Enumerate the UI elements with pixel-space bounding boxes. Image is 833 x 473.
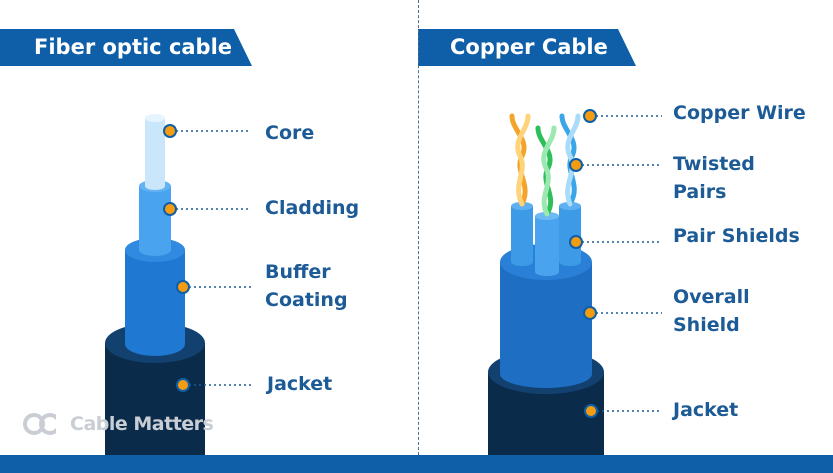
fiber-buffer-pointer xyxy=(176,280,252,294)
copper-pair-shields-pointer xyxy=(569,235,662,249)
fiber-title: Fiber optic cable xyxy=(34,35,233,59)
cable-matters-logo-icon xyxy=(23,413,64,435)
copper-wire-label: Copper Wire xyxy=(673,102,806,124)
fiber-core-label: Core xyxy=(265,122,315,144)
cable-matters-logo: Cable Matters xyxy=(22,408,214,440)
copper-wire-pointer xyxy=(583,109,662,123)
footer-bar xyxy=(0,455,833,473)
copper-jacket-label: Jacket xyxy=(673,399,739,421)
copper-pair-shields xyxy=(511,202,581,276)
fiber-core-pointer xyxy=(163,124,250,138)
fiber-cladding-label: Cladding xyxy=(265,197,360,219)
fiber-title-banner: Fiber optic cable xyxy=(0,29,252,66)
fiber-buffer-label-line1: Buffer xyxy=(265,261,331,283)
copper-title-banner: Copper Cable xyxy=(418,29,636,66)
fiber-core xyxy=(145,114,165,190)
logo-text: Cable Matters xyxy=(70,413,214,435)
copper-twisted-label-line1: Twisted xyxy=(673,153,755,175)
copper-jacket-pointer xyxy=(584,404,662,418)
center-divider xyxy=(418,0,419,455)
copper-overall-label-line1: Overall xyxy=(673,286,750,308)
fiber-jacket-label: Jacket xyxy=(267,373,333,395)
fiber-jacket-pointer xyxy=(176,378,252,392)
fiber-cable-illustration xyxy=(105,114,252,455)
copper-overall-label-line2: Shield xyxy=(673,314,740,336)
copper-title: Copper Cable xyxy=(450,35,608,59)
copper-twisted-pairs xyxy=(509,113,581,217)
fiber-cladding xyxy=(139,180,171,256)
copper-twisted-label-line2: Pairs xyxy=(673,181,727,203)
copper-pair-shields-label: Pair Shields xyxy=(673,225,800,247)
copper-cable-illustration xyxy=(488,109,662,455)
fiber-cladding-pointer xyxy=(163,202,250,216)
copper-overall-shield-pointer xyxy=(583,306,662,320)
copper-twisted-pointer xyxy=(569,158,662,172)
fiber-buffer-label-line2: Coating xyxy=(265,289,348,311)
